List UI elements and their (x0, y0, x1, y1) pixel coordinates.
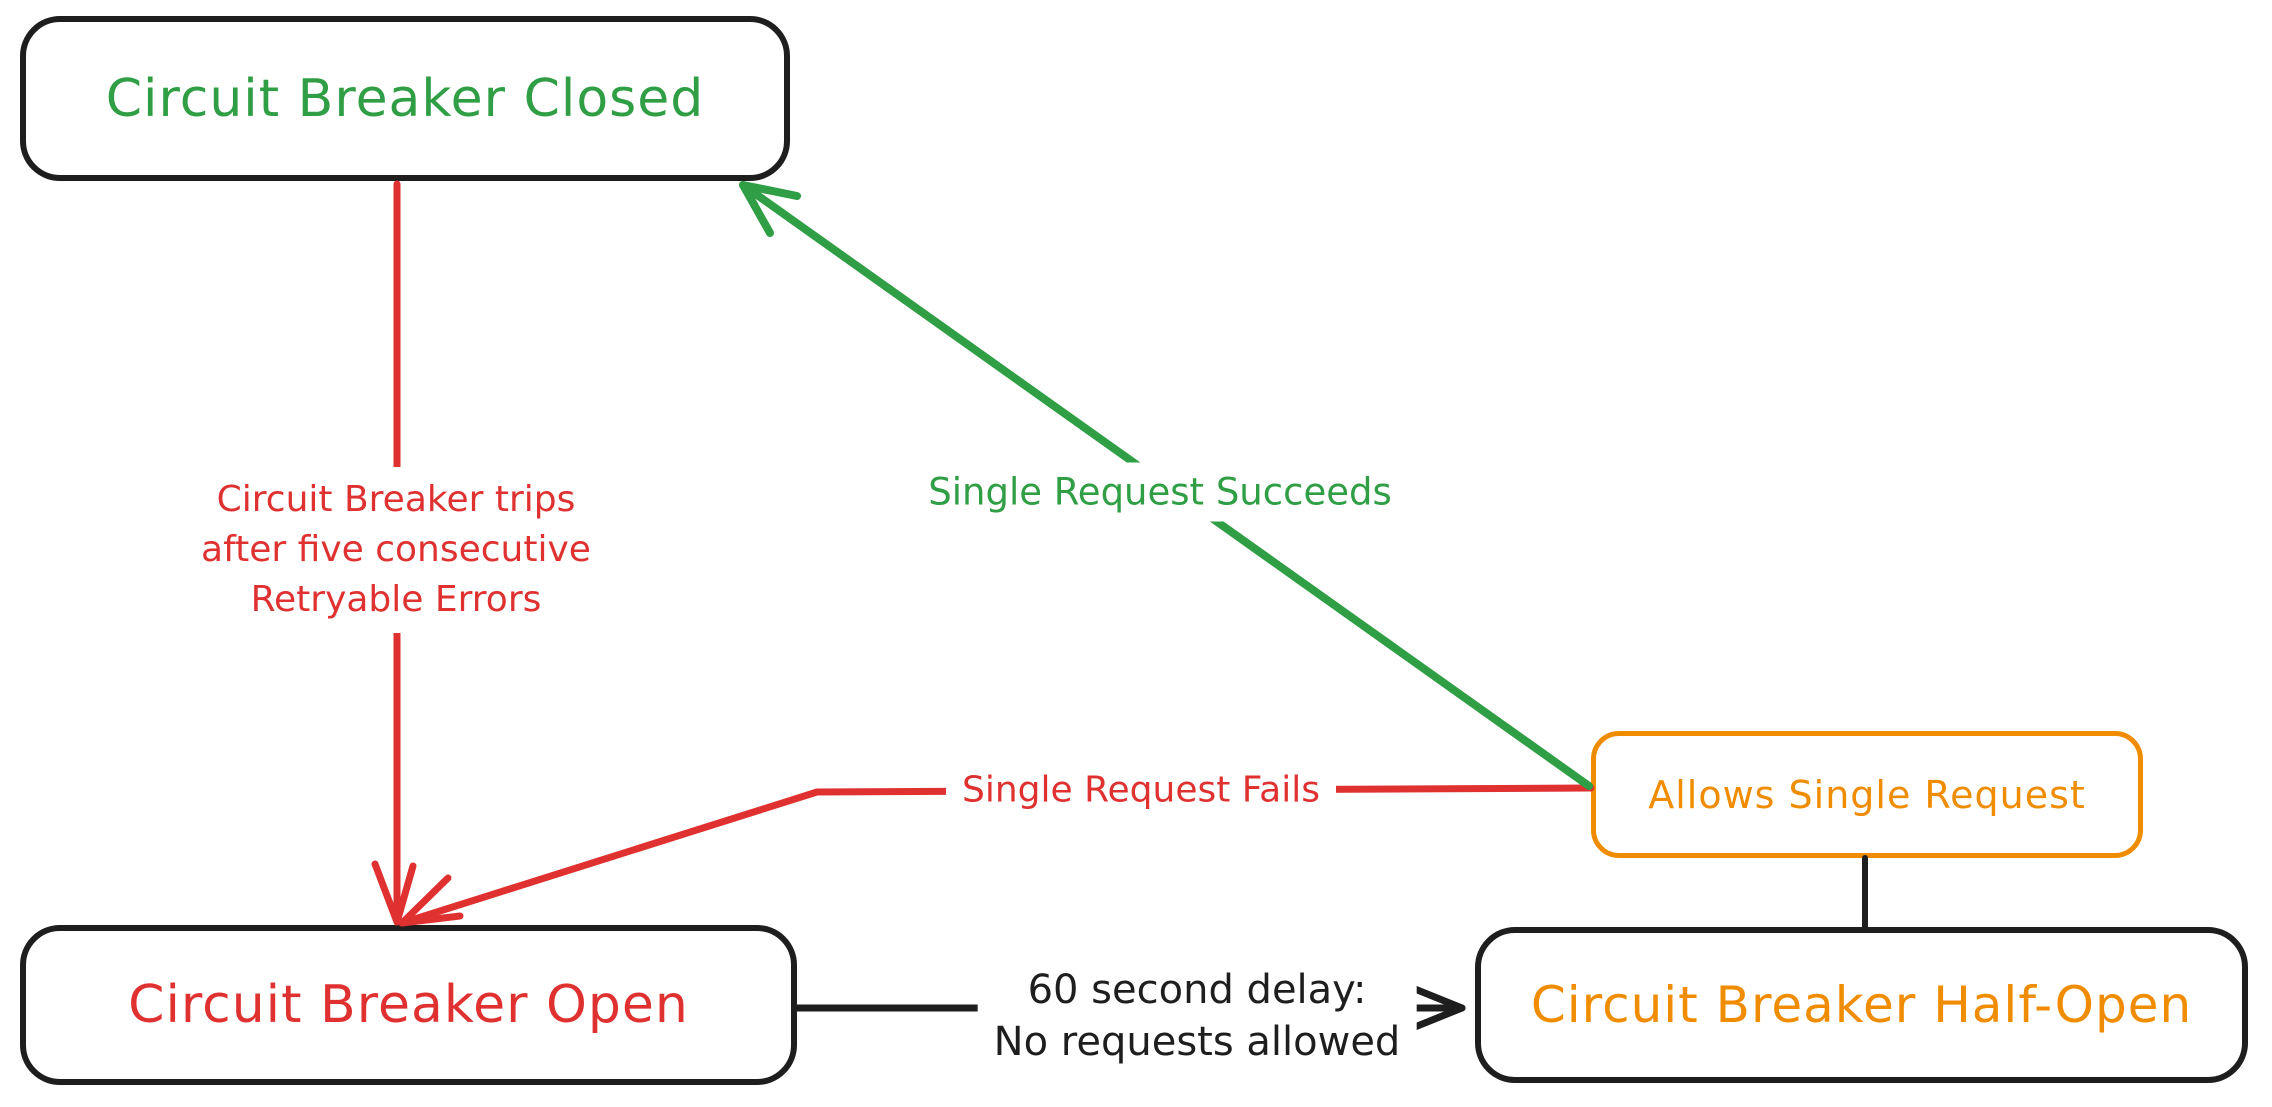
trip-label-line-2: after five consecutive (201, 529, 591, 570)
trip-label-line-3: Retryable Errors (250, 579, 542, 620)
delay-edge-label: 60 second delay: No requests allowed (977, 956, 1417, 1076)
trip-edge-arrowhead-icon (371, 860, 417, 926)
fail-edge-label: Single Request Fails (945, 761, 1337, 819)
node-circuit-breaker-closed: Circuit Breaker Closed (20, 16, 790, 181)
trip-label-line-1: Circuit Breaker trips (216, 479, 576, 520)
succeed-edge-arrowhead-icon (739, 181, 801, 237)
fail-edge-arrowhead-icon (398, 874, 464, 927)
node-circuit-breaker-open: Circuit Breaker Open (20, 925, 797, 1085)
succeed-edge-label: Single Request Succeeds (912, 462, 1408, 522)
node-closed-label: Circuit Breaker Closed (105, 68, 705, 129)
node-half-open-label: Circuit Breaker Half-Open (1530, 976, 2193, 1034)
delay-label-line-2: No requests allowed (993, 1019, 1401, 1065)
node-allows-label: Allows Single Request (1648, 772, 2086, 817)
node-open-label: Circuit Breaker Open (128, 975, 689, 1035)
node-circuit-breaker-half-open: Circuit Breaker Half-Open (1475, 927, 2248, 1083)
delay-label-line-1: 60 second delay: (1027, 967, 1367, 1013)
node-allows-single-request: Allows Single Request (1591, 731, 2143, 858)
trip-edge-label: Circuit Breaker trips after five consecu… (185, 467, 607, 633)
